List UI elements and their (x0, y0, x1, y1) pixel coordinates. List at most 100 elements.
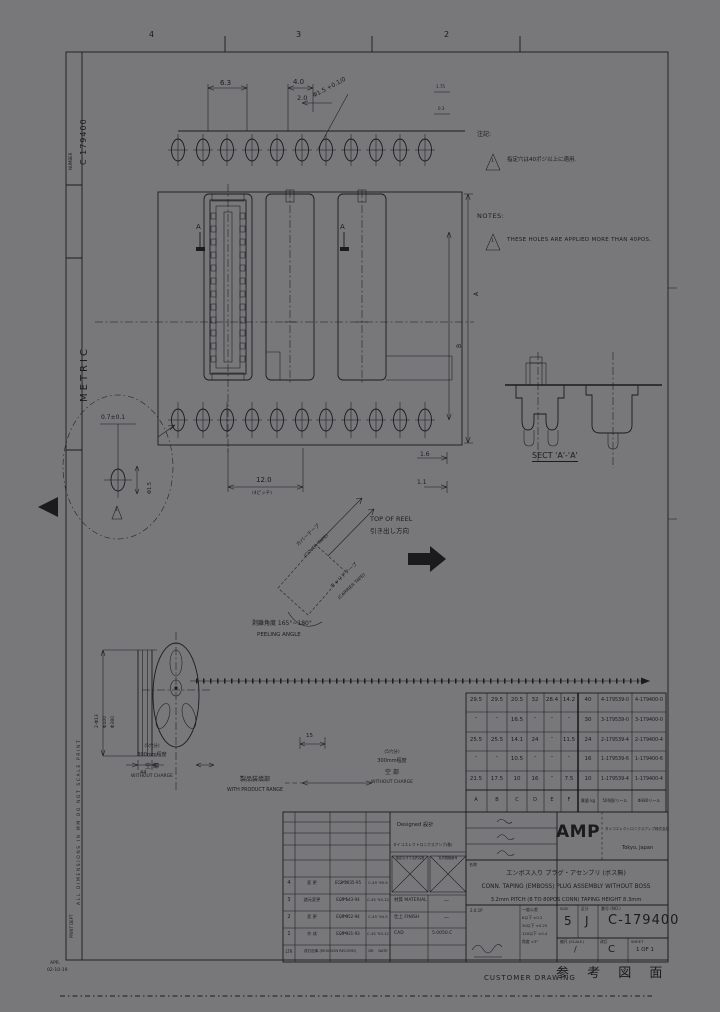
part-table-lines (465, 692, 667, 813)
table-cell: 2-179539-4 (601, 738, 629, 743)
table-cell: 25.5 (469, 737, 483, 743)
note-flags (485, 153, 501, 251)
dim-6-3: 6.3 (220, 79, 232, 87)
table-cell: 10.5 (510, 756, 524, 762)
table-footer-cell: E (550, 797, 554, 803)
margin-note: ALL DIMENSIONS IN MM DO NOT SCALE PRINT (77, 738, 82, 905)
rev-ltr: 2 (287, 914, 291, 920)
dim-1-75: 1.75 (436, 84, 445, 89)
scale-value: / (574, 945, 577, 954)
detail-dim-offset: 0.7±0.1 (101, 414, 126, 421)
rev-app: C.45 '94.5 (368, 914, 388, 919)
table-footer-cell: 500個/リール (602, 798, 628, 803)
material-value: — (444, 898, 449, 904)
product-title-en: CONN. TAPING (EMBOSS) PLUG ASSEMBLY WITH… (481, 884, 651, 890)
reel-dim-2: Φ100 (103, 715, 108, 728)
customer-drawing-label: CUSTOMER DRAWING (484, 974, 576, 982)
table-cell: 10 (513, 776, 521, 782)
drawing-no-label: 番号 (NO.) (601, 906, 621, 911)
tolerance-line: 120以下 ±0.4 (522, 931, 548, 936)
company-small: タイコエレクトロニクスアンプ(株) (393, 842, 453, 847)
table-cell: 29.5 (469, 697, 483, 703)
table-cell: 28.4 (545, 697, 559, 703)
name-label: 名称 (469, 862, 477, 867)
company-city: Tokyo, Japan (622, 845, 654, 851)
right-blank-en: WITHOUT CHARGE (371, 780, 413, 785)
section-cut-label-right: A (340, 223, 345, 231)
table-cell: 14.2 (562, 697, 576, 703)
table-cell: 3-179400-0 (635, 718, 663, 723)
table-cell: 32 (531, 697, 539, 703)
table-cell: 21.5 (469, 776, 483, 782)
rev-desc: 変 更 (307, 880, 317, 885)
section-view (505, 352, 662, 468)
zone-label-2: 2 (444, 30, 450, 39)
dim-1-1: 1.1 (417, 479, 427, 486)
rev-header-date: DATE (378, 949, 388, 953)
rev-ltr: 1 (287, 931, 291, 937)
fold-arrow-icon (38, 497, 58, 517)
section-cut-label-left: A (196, 223, 201, 231)
sheet-label: SHEET (631, 939, 644, 944)
table-cell: 11.5 (562, 737, 576, 743)
left-blank-length: 300mm程度 (137, 752, 167, 758)
rev-ltr: 4 (287, 880, 291, 886)
dim-inner-letter: B (456, 343, 463, 348)
table-footer-cell: F (567, 797, 571, 803)
direction-arrow-icon (408, 546, 446, 572)
left-blank-jp: 空 部 (145, 763, 159, 770)
table-cell: 14.1 (510, 737, 524, 743)
flag-1-jp: 1 (491, 159, 494, 164)
tolerance-box-1-label: 指定なき寸法許容差 (395, 856, 425, 860)
reel-dim-1: 2-Φ13 (95, 714, 100, 728)
table-footer-cell: C (515, 797, 519, 803)
rev-value: C (608, 944, 615, 955)
table-footer-cell: A (474, 797, 478, 803)
table-cell: ″ (495, 756, 499, 762)
rev-ecn: ECS-143-94 (336, 897, 360, 902)
dim-4-0: 4.0 (293, 78, 305, 86)
product-detail: 3.2mm PITCH (8 TO 80POS CONN) TAPING HEI… (490, 897, 642, 903)
rev-header-desc: 改訂記事 (REVISION RECORD) (304, 949, 356, 953)
table-cell: ″ (550, 717, 554, 723)
rev-ltr: 3 (287, 897, 291, 903)
reel-lead-dim: 15 (306, 733, 313, 739)
class-value: J (585, 914, 589, 928)
reel-dim-3: Φ380 (111, 715, 116, 728)
product-title-jp: エンボス入り プラグ・アセンブリ (ボス無) (506, 870, 626, 877)
tolerance-method-note: 2.0.1P (470, 908, 483, 913)
table-cell: 29.5 (490, 697, 504, 703)
table-cell: ″ (567, 717, 571, 723)
dim-1-6: 1.6 (420, 451, 430, 458)
table-cell: 3-179539-0 (601, 718, 629, 723)
tolerance-line: 6以下 ±0.2 (522, 915, 543, 920)
drawing-no-value: C-179400 (608, 913, 680, 928)
right-blank-jp: 空 部 (385, 769, 399, 776)
table-cell: ″ (533, 756, 537, 762)
plan-view (95, 184, 474, 493)
sheet-value: 1 OF 1 (636, 947, 654, 953)
reel-view (100, 632, 650, 792)
detail-flag: 1 (115, 508, 118, 513)
approval-date-2: 02-10-19 (47, 968, 68, 973)
table-cell: 17.5 (490, 776, 504, 782)
section-label: SECT 'A'-'A' (532, 451, 578, 462)
rev-ecn: ECS-2035-95 (334, 880, 362, 885)
rev-desc: 作 成 (307, 931, 317, 936)
dim-0-3: 0.3 (438, 106, 445, 111)
dim-width-letter: A (473, 291, 480, 296)
table-cell: 1-179539-6 (601, 757, 629, 762)
reference-drawing-jp: 参 考 図 面 (556, 966, 670, 981)
cad-value: 5.0050.C (432, 931, 453, 936)
table-cell: 1-179400-4 (635, 777, 663, 782)
class-label: 区分 (581, 906, 589, 911)
detail-view (62, 394, 176, 540)
table-cell: 7.5 (564, 776, 574, 782)
table-footer-cell: B (495, 797, 499, 803)
peel-detail (277, 497, 446, 627)
finish-label: 仕上 FINISH (394, 915, 420, 920)
number-label: NUMBER (68, 152, 73, 170)
rev-label: 改訂 (600, 939, 608, 944)
table-cell: ″ (533, 717, 537, 723)
